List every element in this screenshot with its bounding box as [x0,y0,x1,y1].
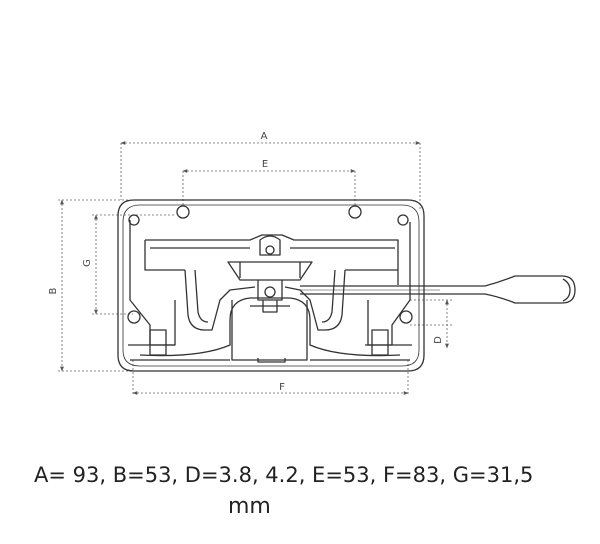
hole-left-lower [127,310,141,324]
base-plate [117,199,425,372]
dimension-label-f: F [279,382,285,393]
dimension-label-g: G [82,259,93,267]
dimension-label-e: E [262,159,268,170]
mechanism-body [117,199,425,372]
hole-top-left [176,205,190,219]
units-caption: mm [228,494,271,519]
lever-arm [300,275,576,304]
hole-right-upper [397,214,409,226]
cylinder-housing [231,300,308,361]
hole-right-lower [399,310,413,324]
dimension-label-a: A [261,131,268,142]
dimension-label-b: B [48,287,59,294]
dimensions-caption: A= 93, B=53, D=3.8, 4.2, E=53, F=83, G=3… [34,463,534,487]
hole-top-right [348,205,362,219]
hole-left-upper [128,214,140,226]
top-clamp [227,261,313,281]
dimension-label-d: D [433,336,444,344]
